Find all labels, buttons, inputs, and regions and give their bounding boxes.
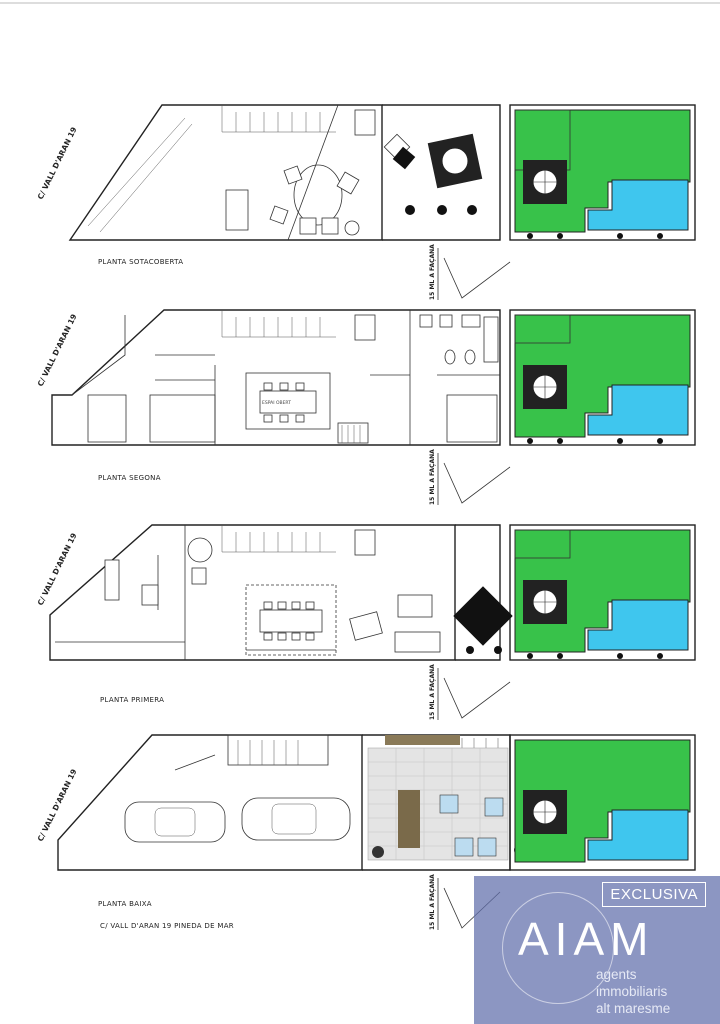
car-2 [241,797,351,841]
floor-label: PLANTA SEGONA [98,474,161,482]
street-label: C/ VALL D'ARAN 19 [36,313,79,388]
agency-tagline-2: immobiliaris [596,984,668,999]
plan-segona: ESPAI OBERT C/ VALL D'ARAN 19 PLANTA SEG… [36,309,696,505]
facade-label: 15 ML A FAÇANA [429,449,436,505]
floor-label: PLANTA PRIMERA [100,696,164,704]
agency-logo: AIAM [518,913,655,965]
plan-baixa: C/ VALL D'ARAN 19 PLANTA BAIXA C/ VALL D… [36,734,696,930]
floor-label: PLANTA SOTACOBERTA [98,258,183,266]
agency-tagline-3: alt maresme [596,1001,671,1016]
street-label: C/ VALL D'ARAN 19 [36,126,79,201]
address-label: C/ VALL D'ARAN 19 PINEDA DE MAR [100,922,234,930]
street-label: C/ VALL D'ARAN 19 [36,768,79,843]
plan-sotacoberta: C/ VALL D'ARAN 19 PLANTA SOTACOBERTA 15 … [36,104,696,300]
facade-label: 15 ML A FAÇANA [429,664,436,720]
logo-ring [502,892,614,1004]
facade-label: 15 ML A FAÇANA [429,874,436,930]
car-1 [124,801,226,843]
room-label: ESPAI OBERT [262,400,291,406]
facade-label: 15 ML A FAÇANA [429,244,436,300]
agency-watermark: EXCLUSIVA AIAM agents immobiliaris alt m… [474,876,720,1024]
floor-label: PLANTA BAIXA [98,900,152,908]
agency-tagline-1: agents [596,967,637,982]
exclusive-badge: EXCLUSIVA [602,882,706,907]
plan-primera: C/ VALL D'ARAN 19 PLANTA PRIMERA 15 ML A… [36,524,696,720]
